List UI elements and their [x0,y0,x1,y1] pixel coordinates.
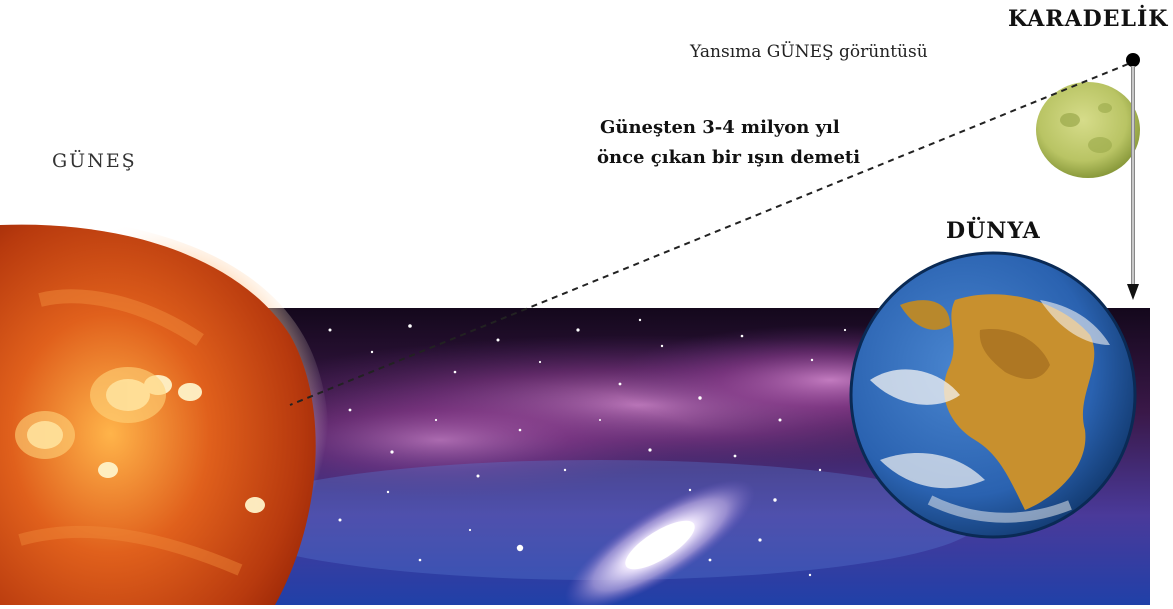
black-hole-label: KARADELİK [1008,6,1169,32]
sun [0,217,329,605]
sun-label: GÜNEŞ [52,150,137,172]
earth-label: DÜNYA [946,218,1041,244]
reflection-label: Yansıma GÜNEŞ görüntüsü [690,42,928,62]
black-hole-dot [1126,53,1140,67]
earth [849,251,1137,539]
galaxy [564,479,756,609]
beam-caption-line2: önce çıkan bir ışın demeti [597,147,861,168]
beam-caption-line1: Güneşten 3-4 milyon yıl [600,117,840,138]
moon [1036,82,1140,178]
vertical-arrow [1127,66,1139,300]
light-beam-path [289,63,1129,406]
star-field [298,318,847,577]
